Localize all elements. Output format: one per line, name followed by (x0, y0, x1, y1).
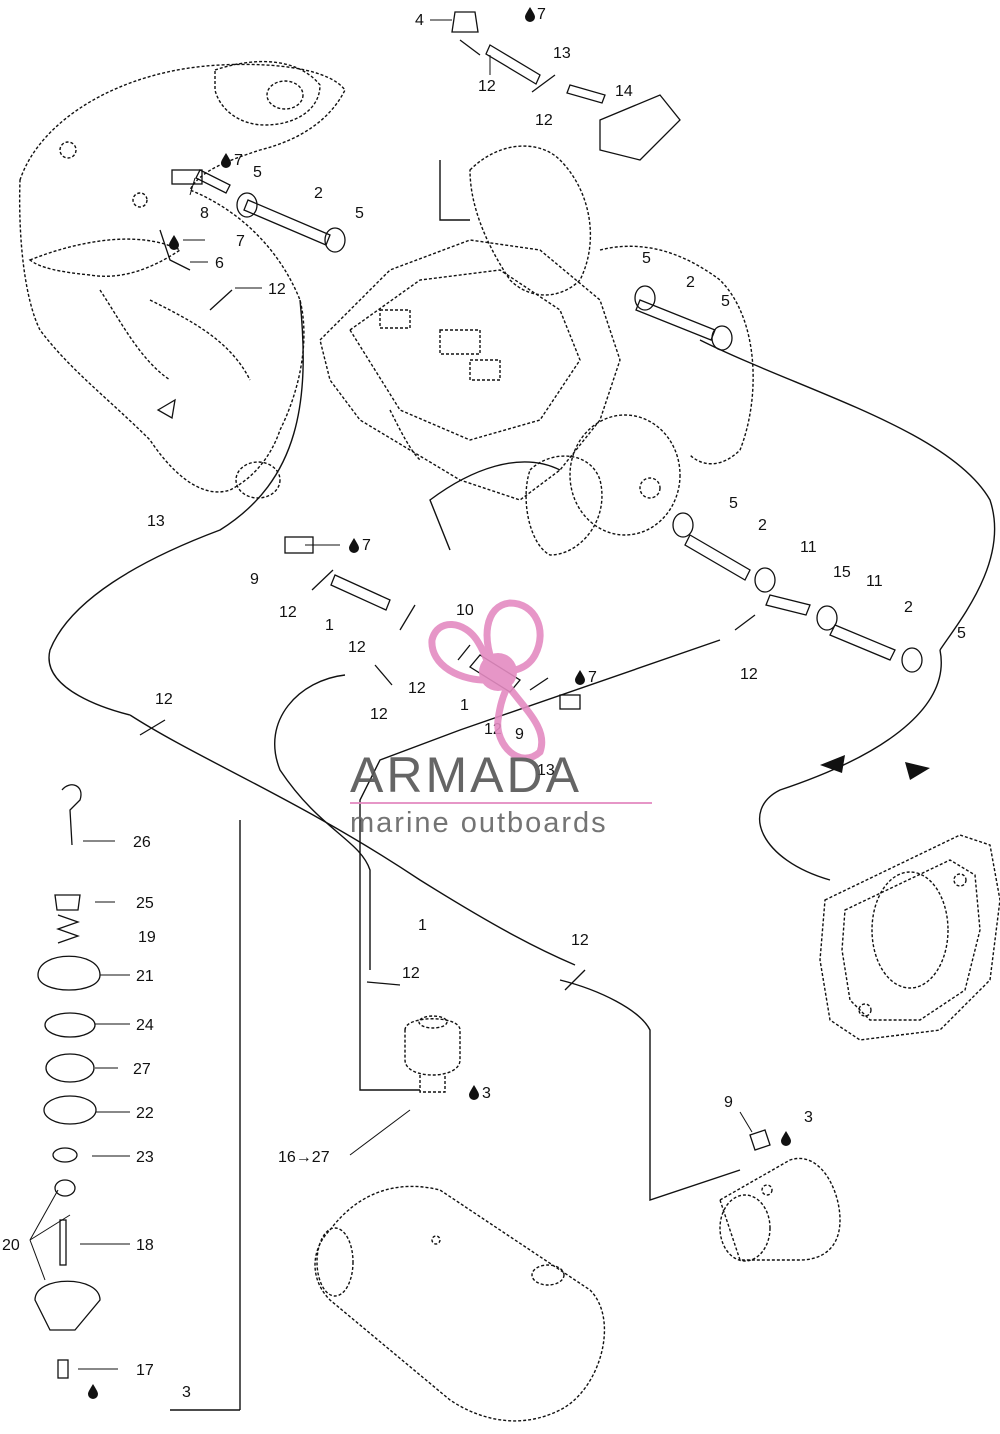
part-label: 1 (460, 697, 469, 714)
part-label: 2 (686, 274, 695, 291)
part-label: 5 (355, 205, 364, 222)
propeller-logo-icon (428, 599, 546, 762)
part-label: 5 (729, 495, 738, 512)
part-label: 3 (804, 1109, 813, 1126)
part-label: 24 (136, 1017, 154, 1034)
part-label: 22 (136, 1105, 154, 1122)
part-label: 2 (758, 517, 767, 534)
part-label: 7 (588, 669, 597, 686)
part-label: 5 (957, 625, 966, 642)
hose-pieces (139, 11, 923, 1151)
arrow-head-icon (820, 755, 930, 780)
part-label: 12 (155, 691, 173, 708)
part-label: 1 (418, 917, 427, 934)
part-label: 7 (236, 233, 245, 250)
part-label: 4 (415, 12, 424, 29)
part-labels: 4 7 13 12 14 12 7 5 2 8 5 7 6 12 5 2 5 5… (2, 6, 966, 1401)
part-label: 18 (136, 1237, 154, 1254)
part-label: 7 (234, 152, 243, 169)
part-label: 16→27 (278, 1149, 330, 1166)
part-label: 5 (253, 164, 262, 181)
exhaust-outlet (719, 1157, 841, 1262)
part-label: 7 (537, 6, 546, 23)
part-label: 7 (362, 537, 371, 554)
part-label: 13 (553, 45, 571, 62)
pump-housing (819, 834, 1000, 1041)
part-label: 2 (904, 599, 913, 616)
part-label: 5 (721, 293, 730, 310)
part-label: 19 (138, 929, 156, 946)
part-label: 9 (515, 726, 524, 743)
part-label: 12 (279, 604, 297, 621)
part-label: 12 (740, 666, 758, 683)
part-label: 1 (325, 617, 334, 634)
part-label: 23 (136, 1149, 154, 1166)
engine-block (319, 145, 754, 556)
part-label: 9 (724, 1094, 733, 1111)
part-label: 26 (133, 834, 151, 851)
part-label: 12 (408, 680, 426, 697)
part-label: 14 (615, 83, 633, 100)
intake-manifold (18, 60, 346, 499)
part-label: 3 (182, 1384, 191, 1401)
part-label: 12 (535, 112, 553, 129)
water-lines (48, 160, 996, 1411)
part-label: 11 (866, 573, 883, 590)
part-label: 12 (268, 281, 286, 298)
part-label: 25 (136, 895, 154, 912)
part-label: 5 (642, 250, 651, 267)
resonator (404, 1015, 461, 1093)
leader-lines (29, 19, 753, 1370)
part-label: 8 (200, 205, 209, 222)
part-label: 12 (571, 932, 589, 949)
part-label: 6 (215, 255, 224, 272)
watermark-subtitle: marine outboards (350, 807, 608, 839)
watermark: ARMADA marine outboards (350, 599, 652, 839)
part-label: 13 (147, 513, 165, 530)
part-label: 3 (482, 1085, 491, 1102)
part-label: 27 (133, 1061, 151, 1078)
part-label: 12 (402, 965, 420, 982)
part-label: 12 (348, 639, 366, 656)
part-label: 12 (370, 706, 388, 723)
part-label: 21 (136, 968, 154, 985)
valve-assembly (34, 784, 101, 1379)
part-label: 10 (456, 602, 474, 619)
part-label: 20 (2, 1237, 20, 1254)
part-label: 15 (833, 564, 851, 581)
part-label: 11 (800, 539, 817, 556)
part-label: 12 (478, 78, 496, 95)
part-label: 9 (250, 571, 259, 588)
part-label: 13 (537, 762, 555, 779)
watermark-title: ARMADA (350, 747, 582, 803)
muffler (314, 1185, 606, 1422)
part-label: 17 (136, 1362, 154, 1379)
part-label: 2 (314, 185, 323, 202)
